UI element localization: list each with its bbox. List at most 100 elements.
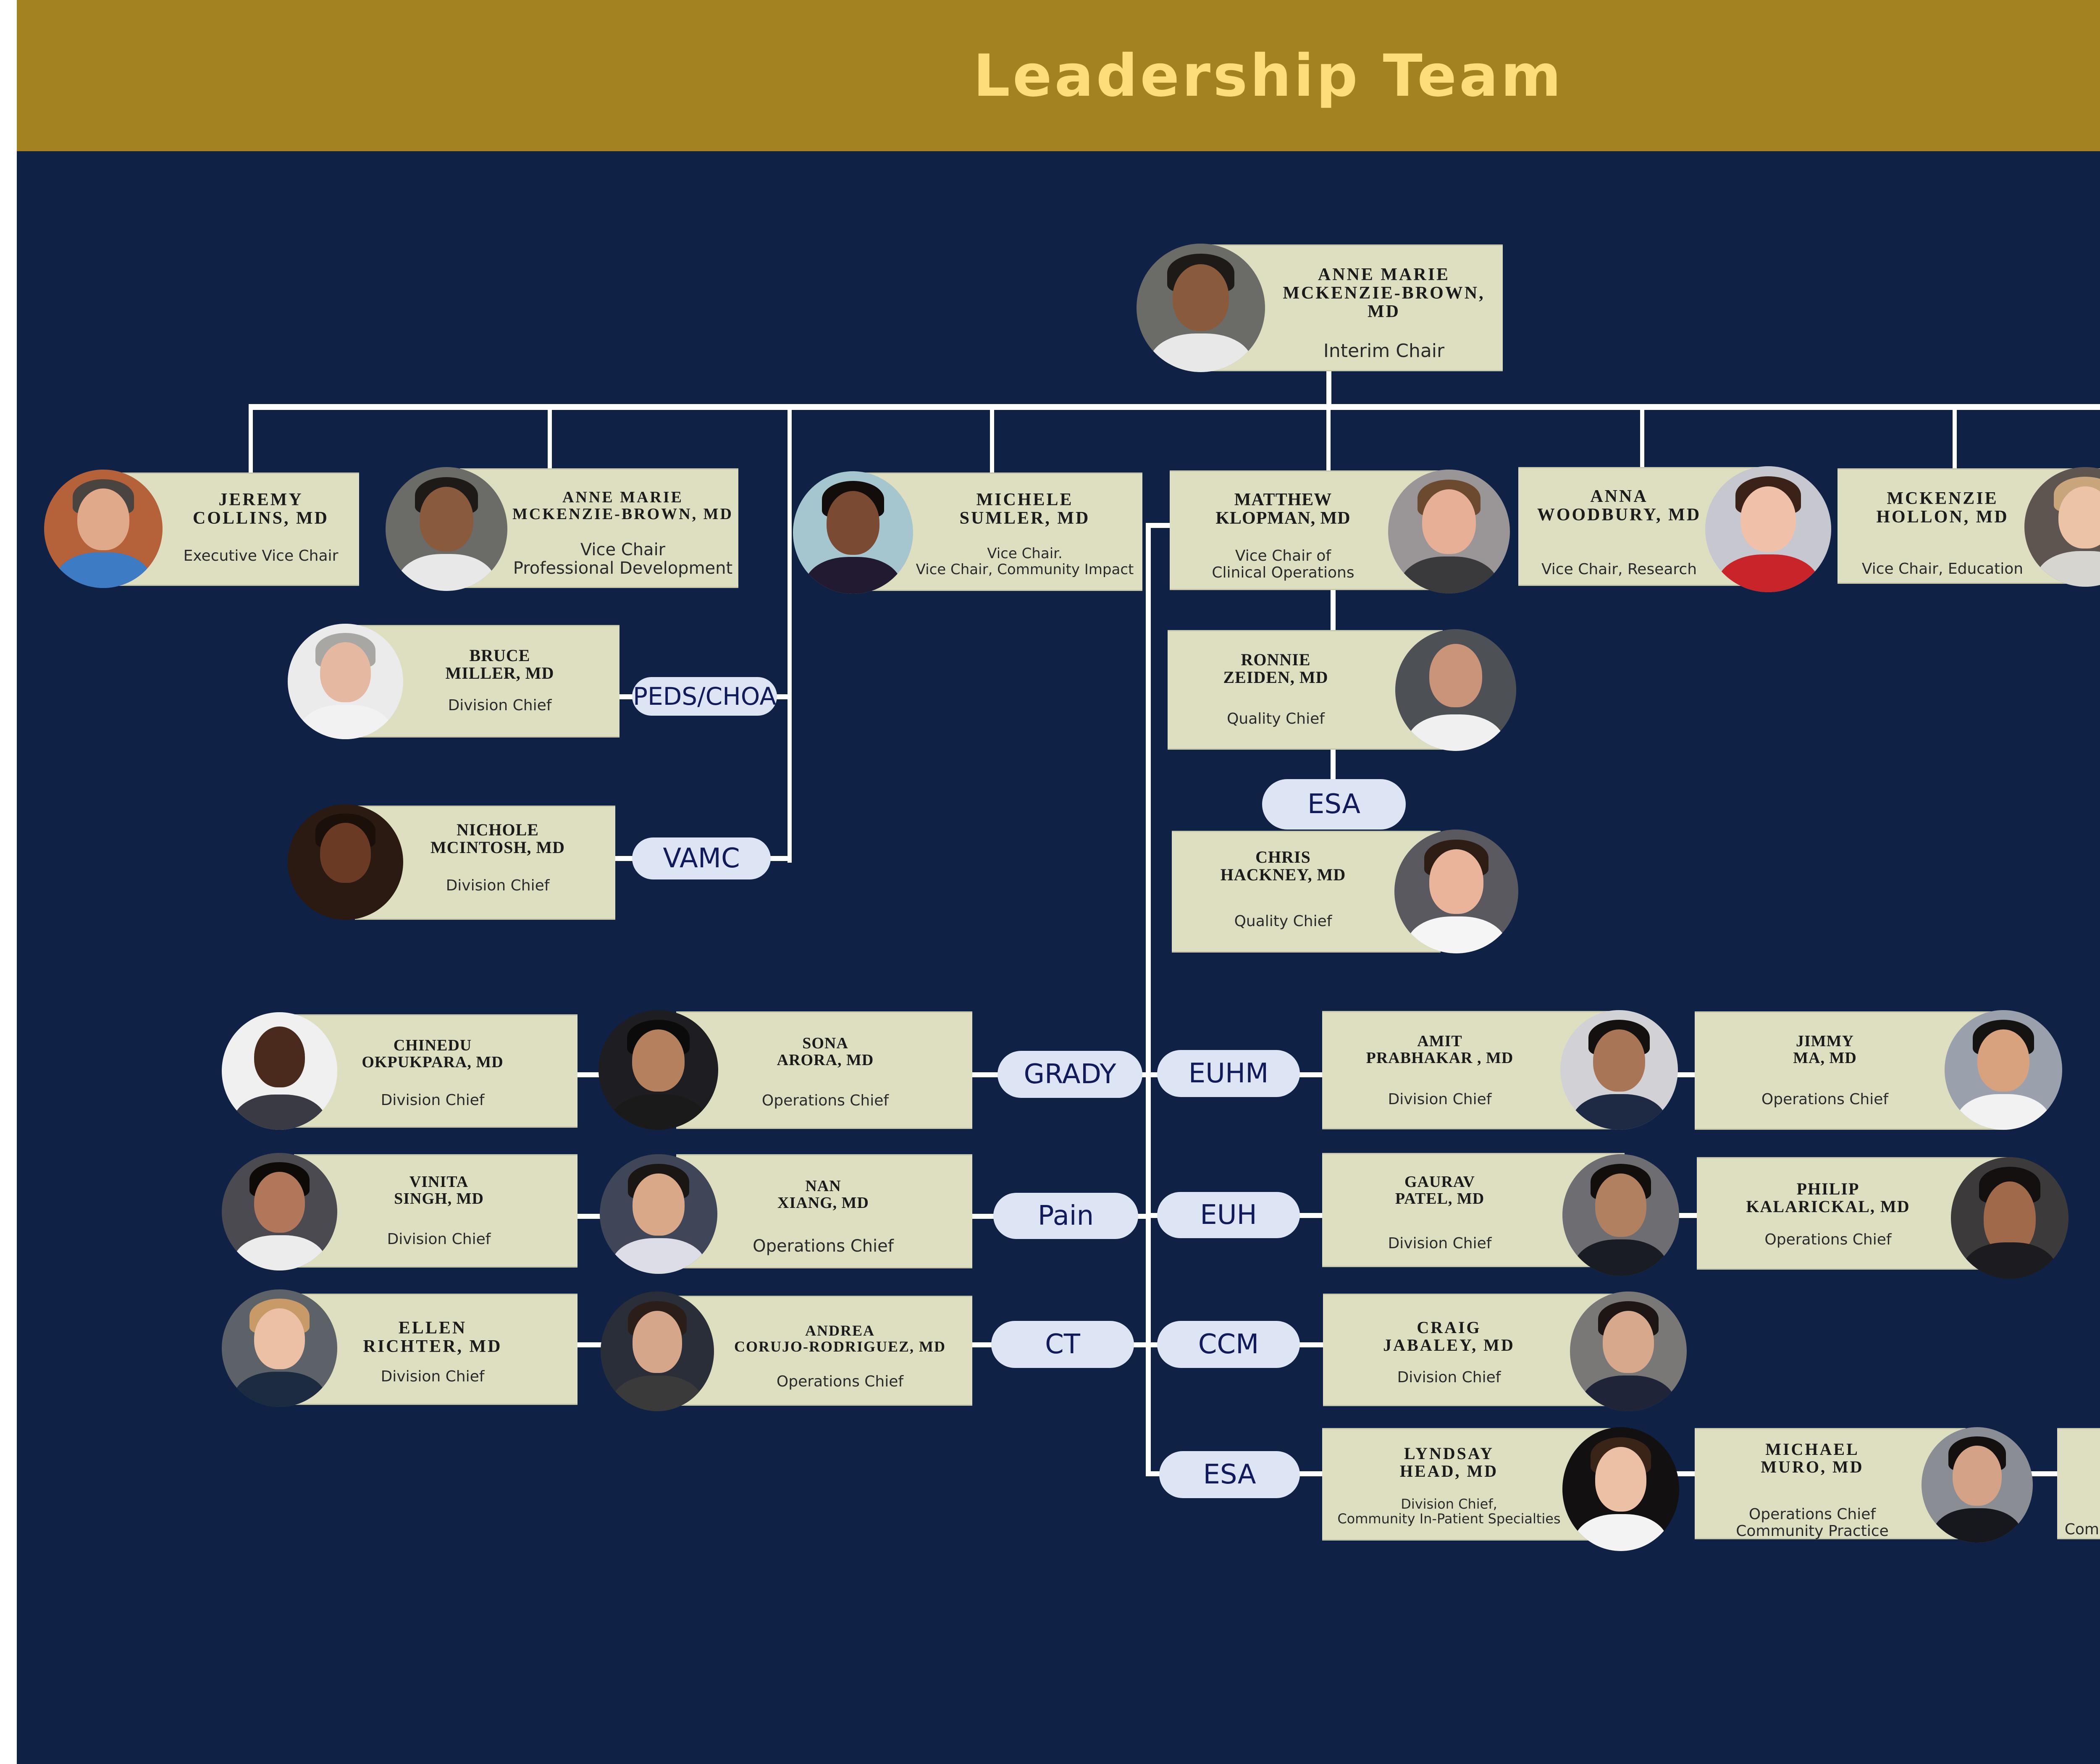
miller-name: BRUCE MILLER, MD [445, 646, 554, 682]
connector-collins [249, 404, 253, 475]
collins-name: JEREMY COLLINS, MD [192, 490, 329, 528]
patel-photo [1562, 1154, 1679, 1276]
ma-name: JIMMY MA, MD [1793, 1032, 1857, 1067]
richter-role: Division Chief [381, 1368, 485, 1386]
mcintosh-text: NICHOLE MCINTOSH, MD Division Chief [403, 821, 592, 894]
tbd-text: TBD Division Chief Community Out-Patient… [2057, 1448, 2100, 1538]
ma-role: Operations Chief [1761, 1090, 1889, 1108]
connector-klopman-trunk [1146, 523, 1171, 528]
klopman-name: MATTHEW KLOPMAN, MD [1215, 490, 1351, 528]
division-pill-grady[interactable]: GRADY [998, 1051, 1142, 1098]
operations-card-muro[interactable] [1695, 1428, 1966, 1539]
connector-top-horizontal [249, 404, 2100, 410]
arora-name: SONA ARORA, MD [777, 1034, 874, 1069]
division-pill-pain[interactable]: Pain [993, 1193, 1138, 1239]
chair-text: ANNE MARIE MCKENZIE-BROWN, MD Interim Ch… [1265, 265, 1503, 362]
richter-name: ELLEN RICHTER, MD [363, 1318, 502, 1357]
mckenzie-brown-vc-text: ANNE MARIE MCKENZIE-BROWN, MD Vice Chair… [507, 489, 738, 578]
corujo-rodriguez-text: ANDREA CORUJO-RODRIGUEZ, MD Operations C… [714, 1323, 966, 1390]
chair-role: Interim Chair [1323, 340, 1445, 362]
corujo-rodriguez-role: Operations Chief [776, 1373, 904, 1390]
woodbury-photo [1705, 466, 1831, 592]
connector-sumler-branch [788, 404, 792, 863]
muro-photo [1922, 1427, 2033, 1543]
zeiden-role: Quality Chief [1227, 710, 1325, 727]
zeiden-photo [1395, 629, 1516, 751]
kalarickal-photo [1951, 1157, 2068, 1279]
patel-name: GAURAV PATEL, MD [1395, 1173, 1485, 1208]
jabaley-role: Division Chief [1397, 1369, 1501, 1386]
head-photo [1562, 1427, 1679, 1551]
okpukpara-text: CHINEDU OKPUKPARA, MD Division Chief [336, 1037, 529, 1108]
quality-pill-esa[interactable]: ESA [1262, 779, 1406, 830]
woodbury-text: ANNA WOODBURY, MD Vice Chair, Research [1518, 487, 1720, 578]
division-card-jabaley[interactable] [1323, 1294, 1625, 1406]
division-card-tbd[interactable] [2057, 1428, 2100, 1539]
operations-card-arora[interactable] [676, 1011, 972, 1129]
collins-text: JEREMY COLLINS, MD Executive Vice Chair [163, 491, 359, 564]
kalarickal-name: PHILIP KALARICKAL, MD [1746, 1179, 1910, 1216]
kalarickal-role: Operations Chief [1764, 1231, 1892, 1248]
head-name: LYNDSAY HEAD, MD [1399, 1444, 1499, 1480]
singh-name: VINITA SINGH, MD [394, 1173, 484, 1208]
sumler-name: MICHELE SUMLER, MD [959, 490, 1090, 528]
division-card-richter[interactable] [292, 1294, 578, 1405]
zeiden-text: RONNIE ZEIDEN, MD Quality Chief [1168, 651, 1384, 727]
chair-photo [1137, 244, 1265, 372]
mcintosh-name: NICHOLE MCINTOSH, MD [430, 820, 565, 857]
jabaley-photo [1570, 1292, 1687, 1411]
prabhakar-text: AMIT PRABHAKAR , MD Division Chief [1322, 1033, 1557, 1108]
division-pill-euh[interactable]: EUH [1157, 1192, 1300, 1238]
division-pill-peds-choa[interactable]: PEDS/CHOA [632, 677, 777, 716]
muro-name: MICHAEL MURO, MD [1761, 1440, 1864, 1476]
connector-division-trunk [1146, 523, 1151, 1474]
xiang-role: Operations Chief [753, 1236, 894, 1256]
hollon-name: MCKENZIE HOLLON, MD [1876, 489, 2009, 527]
mcintosh-photo [288, 804, 403, 920]
division-pill-vamc[interactable]: VAMC [632, 837, 771, 879]
klopman-photo [1388, 470, 1510, 593]
singh-role: Division Chief [387, 1230, 491, 1248]
mckenzie-brown-vc-photo [386, 467, 507, 591]
corujo-rodriguez-photo [601, 1292, 714, 1411]
mcintosh-role: Division Chief [446, 877, 550, 894]
woodbury-role: Vice Chair, Research [1541, 561, 1697, 578]
prabhakar-role: Division Chief [1388, 1090, 1492, 1108]
operations-card-xiang[interactable] [676, 1154, 972, 1268]
okpukpara-photo [222, 1012, 337, 1130]
okpukpara-role: Division Chief [381, 1091, 485, 1109]
division-card-okpukpara[interactable] [294, 1014, 578, 1128]
division-pill-esa[interactable]: ESA [1159, 1451, 1300, 1498]
collins-role: Executive Vice Chair [183, 547, 339, 565]
muro-text: MICHAEL MURO, MD Operations Chief Commun… [1695, 1441, 1930, 1539]
corujo-rodriguez-name: ANDREA CORUJO-RODRIGUEZ, MD [734, 1322, 946, 1355]
operations-card-corujo-rodriguez[interactable] [676, 1296, 972, 1406]
chair-name: ANNE MARIE MCKENZIE-BROWN, MD [1283, 265, 1485, 322]
ma-photo [1945, 1010, 2062, 1130]
division-pill-ccm[interactable]: CCM [1157, 1321, 1300, 1368]
xiang-name: NAN XIANG, MD [777, 1177, 869, 1212]
connector-chair-down [1326, 371, 1331, 409]
patel-role: Division Chief [1388, 1234, 1492, 1252]
miller-role: Division Chief [448, 697, 552, 714]
division-pill-ct[interactable]: CT [991, 1321, 1134, 1368]
title-banner: Leadership Team [17, 0, 2100, 151]
division-pill-euhm[interactable]: EUHM [1157, 1050, 1300, 1097]
hackney-text: CHRIS HACKNEY, MD Quality Chief [1172, 848, 1394, 930]
mckenzie-brown-vc-name: ANNE MARIE MCKENZIE-BROWN, MD [512, 488, 733, 523]
prabhakar-name: AMIT PRABHAKAR , MD [1366, 1032, 1514, 1067]
prabhakar-photo [1560, 1010, 1678, 1130]
connector-mckenzie-vc [548, 404, 552, 471]
division-card-singh[interactable] [294, 1154, 578, 1268]
singh-photo [222, 1153, 337, 1270]
tbd-role: Division Chief Community Out-Patient Spe… [2064, 1521, 2100, 1538]
woodbury-name: ANNA WOODBURY, MD [1537, 487, 1701, 525]
connector-hollon [1953, 404, 1957, 471]
singh-text: VINITA SINGH, MD Division Chief [336, 1173, 542, 1248]
connector-sumler [990, 404, 994, 475]
richter-photo [222, 1289, 337, 1407]
connector-woodbury [1640, 404, 1644, 471]
xiang-text: NAN XIANG, MD Operations Chief [714, 1178, 932, 1255]
jabaley-name: CRAIG JABALEY, MD [1383, 1318, 1515, 1354]
okpukpara-name: CHINEDU OKPUKPARA, MD [362, 1037, 504, 1071]
